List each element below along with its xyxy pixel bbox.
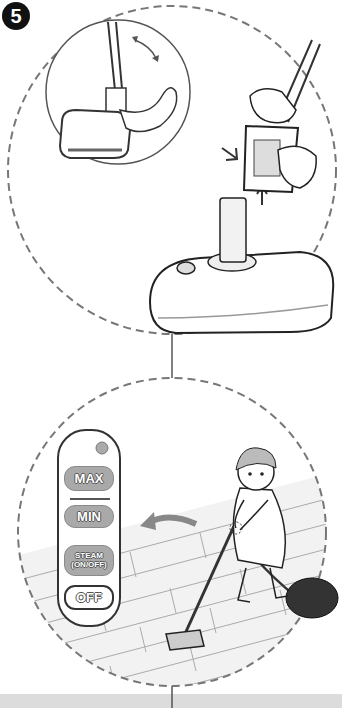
eye [260,472,264,476]
button-label: 5 [10,5,21,28]
coupling-window [254,140,280,176]
down-arrow [222,148,237,160]
canister [286,578,338,618]
bottom-bar [0,694,342,708]
pointer-arrow-head [140,512,156,530]
pivot-arrow-heads [132,36,159,62]
link-line [171,334,173,378]
switch-panel [58,430,120,626]
nozzle-edge [68,149,122,152]
kerchief [236,448,276,470]
knob [177,262,195,274]
link-line [171,686,173,708]
inset-circle [46,20,190,164]
dashed-circle [18,378,326,686]
button: OFF [64,585,114,610]
button-label: MIN [77,509,101,524]
neck [220,198,246,262]
button-label: STEAM (ON/OFF) [68,552,110,569]
floor-area [0,470,342,708]
arms [235,500,268,530]
nozzle [150,252,333,333]
nozzle [166,630,204,650]
switch-mark [230,522,242,534]
nozzle-side [60,110,130,158]
eye [248,472,252,476]
indicator-light [96,442,108,454]
floor-lines [0,495,342,708]
pivot-arrow [135,40,156,58]
button-label: OFF [76,590,102,605]
button: MIN [64,505,114,528]
button: STEAM (ON/OFF) [64,545,114,576]
dashed-circle [8,6,336,334]
pointer-arrow [150,517,196,524]
legs [238,568,288,602]
foot [120,88,177,132]
wand [184,526,234,636]
separator [70,498,110,500]
hand [278,146,316,188]
step-number: 5 [2,2,30,30]
button: MAX [64,466,114,491]
body [233,488,285,568]
hand [250,89,296,123]
nozzle-line [158,305,328,318]
floor [0,470,342,708]
button-label: MAX [75,471,104,486]
